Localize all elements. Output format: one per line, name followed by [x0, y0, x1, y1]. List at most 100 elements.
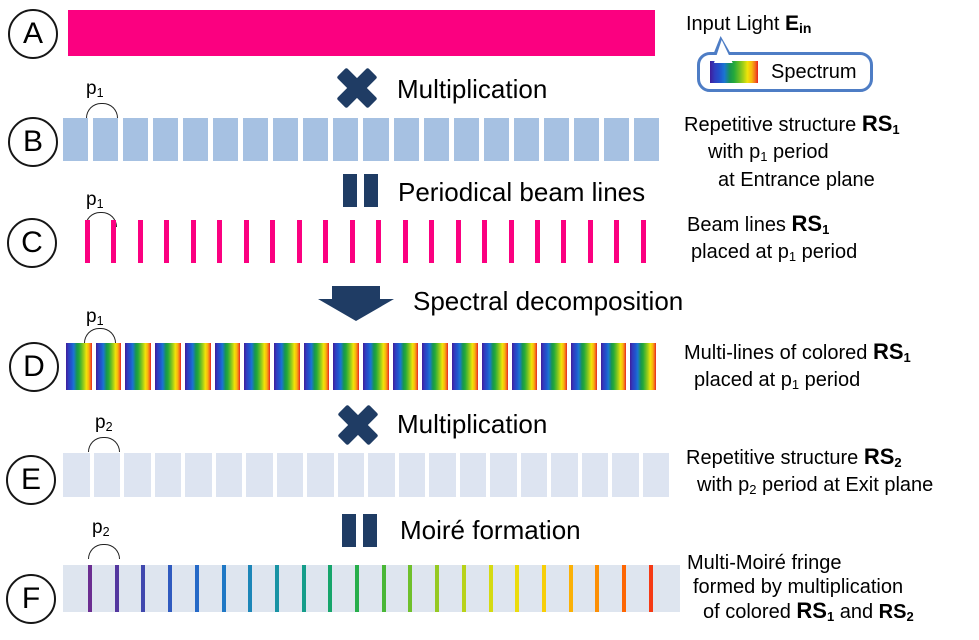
rs2-bar: [612, 453, 639, 497]
rs1-bar: [243, 118, 269, 161]
spectrum-legend-bubble: Spectrum: [697, 52, 873, 92]
rs2-bar: [551, 453, 578, 497]
rs2-bar: [642, 453, 669, 497]
e-in-subscript: in: [798, 20, 812, 37]
down-arrow-icon: [318, 286, 394, 321]
moire-fringe-line: [88, 565, 92, 612]
beam-lines-rs1: [85, 220, 646, 263]
colored-rs1-bar: [95, 343, 122, 390]
rs2-bar: [520, 453, 547, 497]
beam-line: [217, 220, 223, 263]
rs1-bar: [453, 118, 479, 161]
rs1-bar: [333, 118, 359, 161]
rs2-bar: [63, 453, 90, 497]
p1-brace-d: [84, 328, 116, 343]
colored-rs1-bar: [155, 343, 181, 390]
moire-fringe-line: [488, 565, 493, 612]
moire-fringe-line: [355, 565, 360, 612]
beam-line: [614, 220, 620, 263]
beam-line: [561, 220, 567, 263]
step-letter-a: A: [22, 17, 43, 50]
colored-rs1-multilines: [66, 343, 657, 390]
rs1-bar: [543, 118, 569, 161]
rs1-bar: [303, 118, 329, 161]
caption-beam-lines: Beam lines RS1 placed at p1 period: [687, 212, 857, 269]
repetitive-structure-rs1: [63, 118, 659, 161]
spectral-decomposition-label: Spectral decomposition: [413, 286, 684, 316]
colored-rs1-bar: [66, 343, 92, 390]
rs2-bar: [124, 453, 151, 497]
repetitive-structure-rs2: [63, 453, 669, 497]
beam-line: [296, 220, 302, 263]
rs1-bar: [363, 118, 389, 161]
rs1-bar: [633, 118, 659, 161]
beam-line: [270, 220, 276, 263]
step-letter-d: D: [23, 350, 45, 383]
moire-formation-label: Moiré formation: [400, 515, 581, 545]
p1-brace-b: [86, 103, 118, 118]
colored-rs1-bar: [600, 343, 627, 390]
beam-line: [508, 220, 514, 263]
colored-rs1-bar: [392, 343, 419, 390]
rs1-bar: [63, 118, 89, 161]
rs1-bar: [423, 118, 449, 161]
rs1-bar: [483, 118, 509, 161]
rs2-bar: [307, 453, 334, 497]
moire-fringe-line: [648, 565, 653, 612]
moire-fringe-line: [595, 565, 600, 612]
moire-fringe-line: [328, 565, 333, 612]
beam-line: [534, 220, 540, 263]
spectrum-swatch: [710, 61, 758, 83]
beam-line: [190, 220, 196, 263]
colored-rs1-bar: [630, 343, 657, 390]
equals-icon-2: [342, 514, 377, 547]
beam-line: [640, 220, 646, 263]
caption-moire: Multi-Moiré fringe formed by multiplicat…: [687, 552, 914, 628]
beam-line: [402, 220, 408, 263]
rs1-bar: [213, 118, 239, 161]
rs2-bar: [581, 453, 608, 497]
input-light-title: Input Light Ein: [686, 12, 811, 36]
colored-rs1-bar: [184, 343, 211, 390]
caption-rs1-line3: at Entrance plane: [718, 168, 875, 191]
beam-line: [429, 220, 435, 263]
rs1-bar: [123, 118, 149, 161]
moire-fringe-line: [274, 565, 279, 612]
moire-fringe-line: [114, 565, 119, 612]
multiplication-label-2: Multiplication: [397, 409, 548, 439]
caption-colored-rs1-line1: Multi-lines of colored RS1: [684, 339, 911, 365]
caption-rs1-line1: Repetitive structure RS1: [684, 111, 900, 137]
rs2-bar: [368, 453, 395, 497]
step-letter-f: F: [21, 582, 41, 615]
caption-moire-line3: of colored RS1 and RS2: [703, 598, 914, 624]
step-circle-b: B: [8, 117, 58, 167]
rs1-bar: [513, 118, 539, 161]
step-circle-c: C: [7, 218, 57, 268]
moire-fringe-line: [461, 565, 466, 612]
beam-line: [376, 220, 382, 263]
caption-rs1-line2: with p1 period: [708, 141, 829, 165]
input-light-bar: [68, 10, 655, 56]
colored-rs1-bar: [422, 343, 449, 390]
rs2-bar: [93, 453, 120, 497]
periodical-beam-lines-label: Periodical beam lines: [398, 177, 646, 207]
rs2-bar: [185, 453, 212, 497]
p1-label-c: p1: [86, 189, 104, 211]
e-in-symbol: E: [784, 12, 799, 35]
spectrum-label: Spectrum: [771, 60, 857, 83]
beam-line: [349, 220, 355, 263]
caption-beam-lines-line2: placed at p1 period: [691, 241, 858, 265]
moire-fringe-line: [541, 565, 546, 612]
rs2-bar: [429, 453, 456, 497]
caption-rs2-line2: with p2 period at Exit plane: [697, 474, 934, 498]
colored-rs1-bar: [333, 343, 360, 390]
moire-fringe-line: [435, 565, 440, 612]
moire-fringe-line: [408, 565, 413, 612]
colored-rs1-bar: [303, 343, 330, 390]
beam-line: [164, 220, 170, 263]
moire-fringe-line: [568, 565, 573, 612]
colored-rs1-bar: [541, 343, 567, 390]
rs1-bar: [393, 118, 419, 161]
p2-brace-e: [88, 437, 120, 452]
